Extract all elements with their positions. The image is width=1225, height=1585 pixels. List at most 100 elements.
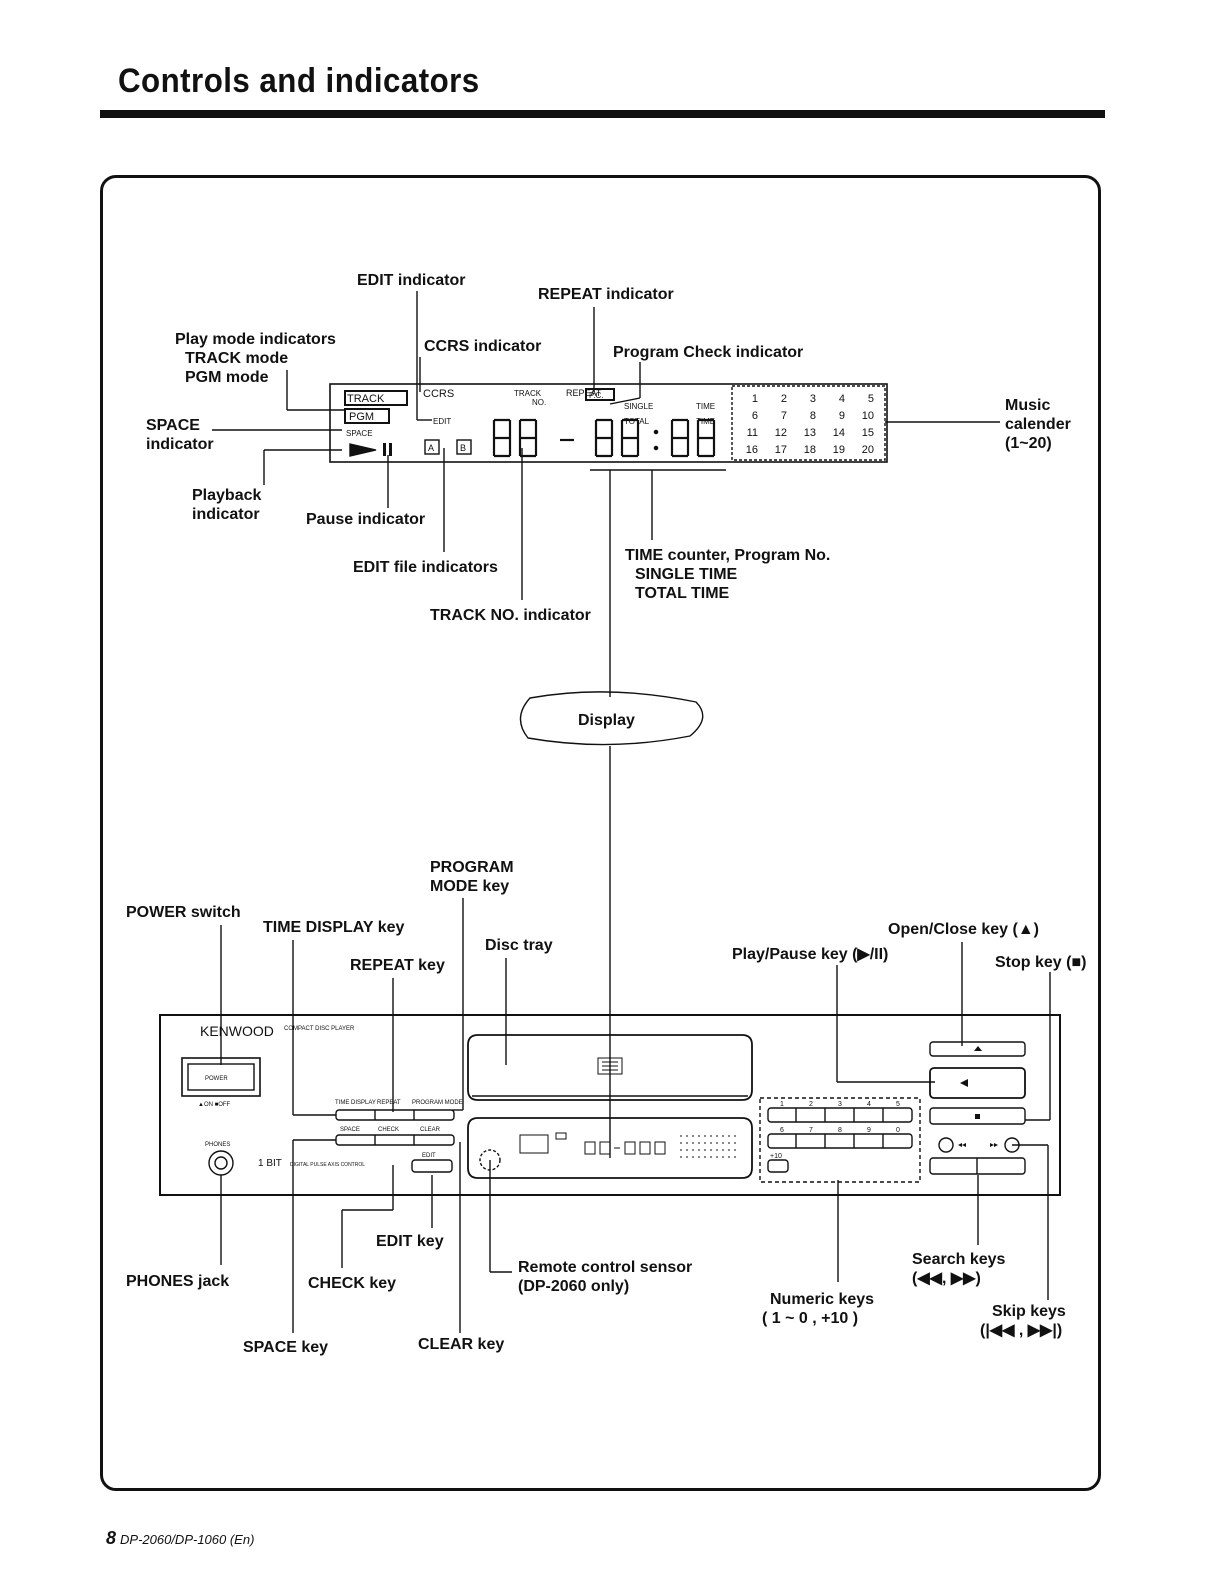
calendar-number: 3	[810, 393, 816, 405]
lcd-edit: EDIT	[433, 417, 451, 426]
keypad-number: 0	[896, 1127, 900, 1134]
music-line-3: (1~20)	[1005, 435, 1052, 452]
repeat-key-label: REPEAT key	[350, 957, 445, 974]
playback-line-2: indicator	[192, 506, 260, 523]
lcd-repeat: REPEAT	[566, 388, 602, 398]
playback-indicator-label: Playback indicator	[192, 486, 261, 524]
repeat-indicator-label: REPEAT indicator	[538, 286, 674, 303]
calendar-number: 20	[862, 444, 874, 456]
calendar-number: 13	[804, 427, 816, 439]
lcd-single: SINGLE	[624, 402, 653, 411]
device-1bit: 1 BIT	[258, 1158, 282, 1169]
footer-model: DP-2060/DP-1060 (En)	[120, 1532, 255, 1547]
space-key-label: SPACE key	[243, 1339, 329, 1356]
device-clear-label: CLEAR	[420, 1127, 441, 1133]
calendar-number: 19	[833, 444, 845, 456]
lcd-track-no-2: NO.	[532, 398, 546, 407]
device-digital: DIGITAL PULSE AXIS CONTROL	[290, 1162, 365, 1168]
music-line-2: calender	[1005, 416, 1071, 433]
search-keys-label: Search keys (◀◀, ▶▶)	[912, 1250, 1005, 1288]
keypad-number: 6	[780, 1127, 784, 1134]
keypad-number: 2	[809, 1101, 813, 1108]
device-on-off: ▲ON ■OFF	[198, 1102, 231, 1108]
calendar-number: 4	[839, 393, 845, 405]
skip-keys-label: Skip keys (|◀◀ , ▶▶|)	[980, 1302, 1066, 1340]
space-line-1: SPACE	[146, 417, 200, 434]
keypad-number: 8	[838, 1127, 842, 1134]
skip-back-icon	[958, 1143, 966, 1147]
open-close-icon	[974, 1046, 982, 1051]
footer-page-number: 8	[106, 1528, 117, 1548]
music-line-1: Music	[1005, 397, 1051, 414]
calendar-number: 1	[752, 393, 758, 405]
search-line-1: Search keys	[912, 1251, 1006, 1268]
device-plus10-label: +10	[770, 1153, 782, 1160]
calendar-number: 12	[775, 427, 787, 439]
device-power-label: POWER	[205, 1076, 228, 1082]
numeric-line-1: Numeric keys	[770, 1291, 875, 1308]
stop-key-label: Stop key (■)	[995, 954, 1087, 971]
title-rule	[100, 110, 1105, 118]
device-time-display-label: TIME DISPLAY	[335, 1100, 376, 1106]
time-line-3: TOTAL TIME	[635, 585, 730, 602]
playback-line-1: Playback	[192, 487, 262, 504]
disc-tray-label: Disc tray	[485, 937, 553, 954]
keypad-number: 1	[780, 1101, 784, 1108]
lcd-time-a: TIME	[696, 402, 715, 411]
device-program-mode-label: PROGRAM MODE	[412, 1100, 463, 1106]
device-mini-lcd	[519, 1132, 740, 1158]
check-key-label: CHECK key	[308, 1275, 397, 1292]
lcd-file-a: A	[428, 443, 434, 453]
edit-file-indicators-label: EDIT file indicators	[353, 559, 498, 576]
calendar-number: 14	[833, 427, 845, 439]
device-space-label: SPACE	[340, 1127, 360, 1133]
program-check-indicator-label: Program Check indicator	[613, 344, 804, 361]
calendar-number: 5	[868, 393, 874, 405]
calendar-number: 6	[752, 410, 758, 422]
pause-indicator-label: Pause indicator	[306, 511, 426, 528]
lcd-pgm: PGM	[349, 411, 374, 423]
lcd-pc: P.C.	[589, 391, 604, 400]
play-mode-indicators-label: Play mode indicators TRACK mode PGM mode	[175, 330, 336, 387]
display-bubble-label: Display	[578, 712, 635, 729]
time-line-2: SINGLE TIME	[635, 566, 738, 583]
space-indicator-label: SPACE indicator	[146, 416, 214, 454]
ccrs-indicator-label: CCRS indicator	[424, 338, 542, 355]
open-close-key-label: Open/Close key (▲)	[888, 921, 1039, 938]
play-pause-icon	[960, 1079, 968, 1087]
calendar-number: 10	[862, 410, 874, 422]
program-mode-line-2: MODE key	[430, 878, 510, 895]
lcd-track: TRACK	[347, 393, 385, 405]
device-phones-label: PHONES	[205, 1142, 230, 1148]
phones-jack-label: PHONES jack	[126, 1273, 230, 1290]
calendar-number: 2	[781, 393, 787, 405]
keypad-number: 7	[809, 1127, 813, 1134]
play-mode-line-3: PGM mode	[185, 369, 269, 386]
skip-forward-icon	[990, 1143, 998, 1147]
calendar-number: 17	[775, 444, 787, 456]
calendar-number: 8	[810, 410, 816, 422]
search-line-2: (◀◀, ▶▶)	[912, 1270, 981, 1287]
edit-key-label: EDIT key	[376, 1233, 444, 1250]
skip-line-1: Skip keys	[992, 1303, 1066, 1320]
time-line-1: TIME counter, Program No.	[625, 547, 831, 564]
space-line-2: indicator	[146, 436, 214, 453]
program-mode-line-1: PROGRAM	[430, 859, 514, 876]
program-mode-key-label: PROGRAM MODE key	[430, 858, 514, 896]
keypad-number: 5	[896, 1101, 900, 1108]
figure-frame	[100, 175, 1101, 1491]
numeric-line-2: ( 1 ~ 0 , +10 )	[762, 1310, 859, 1327]
lcd-file-b: B	[460, 443, 466, 453]
remote-line-2: (DP-2060 only)	[518, 1278, 630, 1295]
stop-icon	[975, 1114, 980, 1119]
calendar-number: 11	[747, 427, 758, 439]
time-display-key-label: TIME DISPLAY key	[263, 919, 405, 936]
device-edit-label: EDIT	[422, 1153, 436, 1159]
lcd-space: SPACE	[346, 429, 373, 438]
play-mode-line-1: Play mode indicators	[175, 331, 336, 348]
calendar-number: 9	[839, 410, 845, 422]
device-model-text: COMPACT DISC PLAYER	[284, 1026, 355, 1032]
